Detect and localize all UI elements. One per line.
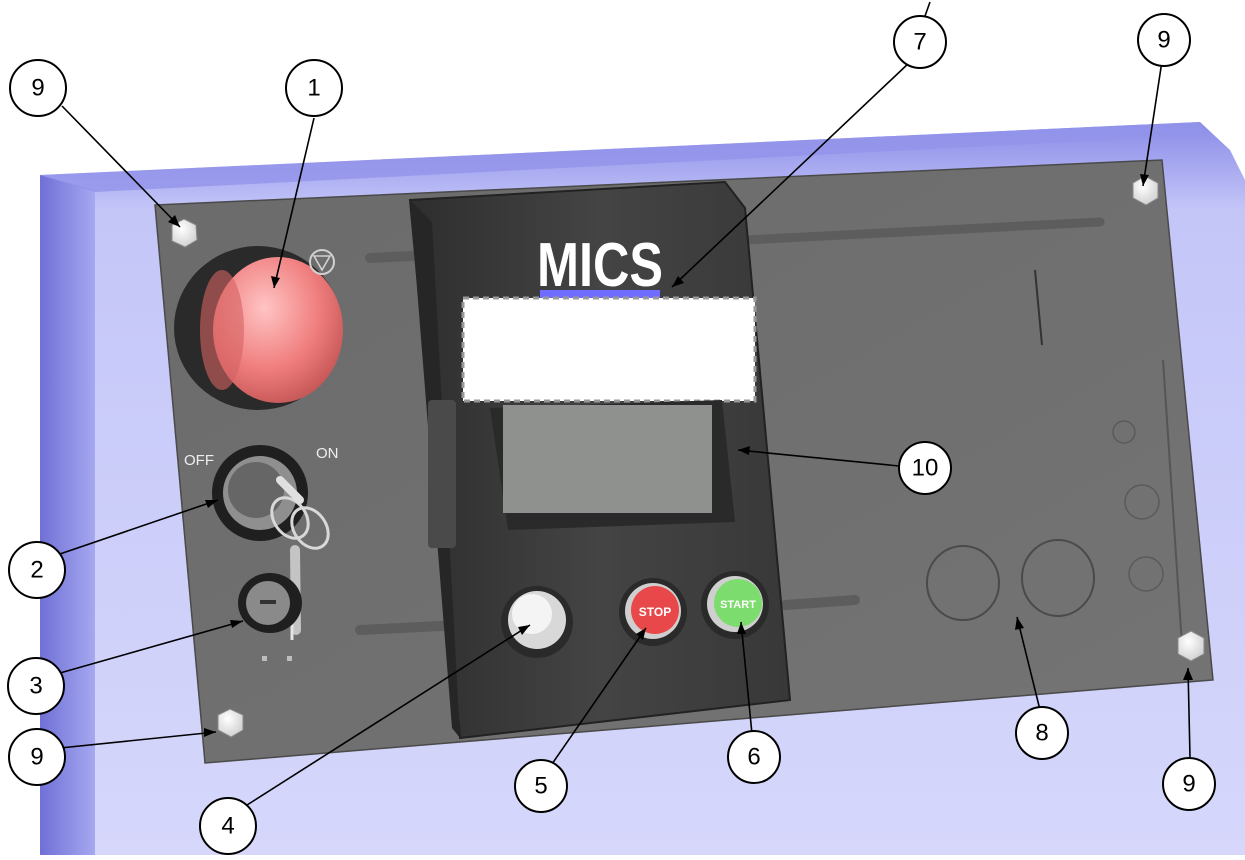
knockout-hole	[1124, 484, 1160, 520]
unlabeled-white-button[interactable]	[501, 586, 573, 658]
svg-text:8: 8	[1035, 720, 1048, 747]
svg-text:10: 10	[912, 455, 939, 482]
callout-7: 7	[893, 15, 947, 69]
knockout-hole	[926, 545, 1000, 621]
key-switch[interactable]	[212, 445, 308, 541]
mounting-bolt	[217, 708, 244, 738]
callout-1: 1	[285, 59, 343, 117]
callout-9-top-right: 9	[1137, 13, 1191, 67]
callout-8: 8	[1015, 706, 1069, 760]
svg-text:9: 9	[31, 75, 44, 102]
lock-symbol-icon	[262, 656, 292, 661]
callout-6: 6	[727, 730, 781, 784]
start-button-label: START	[720, 599, 756, 611]
emergency-symbol-icon	[309, 249, 335, 275]
brand-logo: MICS	[537, 231, 663, 300]
stop-button-label: STOP	[639, 605, 671, 619]
svg-text:1: 1	[307, 75, 320, 102]
callout-9-top-left: 9	[9, 59, 67, 117]
emergency-stop-button[interactable]	[174, 246, 343, 410]
svg-text:9: 9	[30, 744, 43, 771]
knockout-hole	[1112, 420, 1136, 444]
callout-9-bottom-left: 9	[8, 728, 66, 786]
svg-text:6: 6	[747, 744, 760, 771]
callout-2: 2	[8, 541, 66, 599]
callout-3: 3	[7, 657, 65, 715]
svg-text:5: 5	[534, 773, 547, 800]
knockout-hole	[1021, 539, 1095, 617]
svg-text:7: 7	[913, 29, 926, 56]
callout-9-bottom-right: 9	[1162, 757, 1216, 811]
mounting-bolt	[1177, 630, 1205, 662]
svg-text:9: 9	[1157, 27, 1170, 54]
svg-text:4: 4	[221, 813, 234, 840]
svg-text:3: 3	[29, 673, 42, 700]
callout-10: 10	[898, 441, 952, 495]
key-switch-off-label: OFF	[184, 452, 214, 469]
leader-lines	[56, 1, 1193, 806]
knockout-hole	[1128, 556, 1164, 592]
callout-4: 4	[199, 797, 257, 855]
lcd-display	[490, 400, 735, 530]
callout-5: 5	[514, 759, 568, 813]
svg-text:9: 9	[1182, 771, 1195, 798]
stop-button[interactable]	[619, 578, 687, 646]
label-area	[461, 296, 757, 403]
start-button[interactable]	[701, 571, 769, 639]
key-switch-on-label: ON	[316, 445, 339, 462]
svg-text:2: 2	[30, 557, 43, 584]
lock-cylinder[interactable]	[238, 573, 302, 633]
